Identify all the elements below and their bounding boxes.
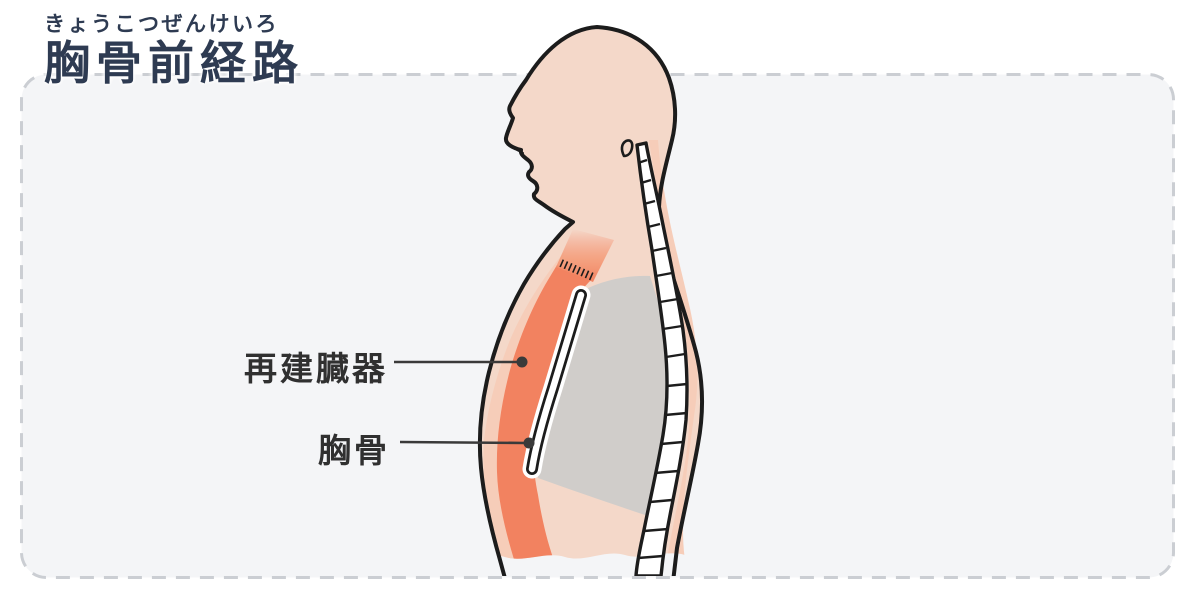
label-reconstructed-organ: 再建臓器 [244,349,388,388]
title-block: きょうこつぜんけいろ 胸骨前経路 [44,12,304,90]
back-tissue-strip [649,140,698,559]
vertebra-dividers [637,158,688,560]
sternum-pointer-dot [523,437,535,449]
label-sternum: 胸骨 [318,431,390,470]
sternum-pointer-line [399,440,527,445]
title-furigana: きょうこつぜんけいろ [44,12,279,36]
nostril-mark [516,149,524,154]
page-title: 胸骨前経路 [44,36,304,91]
reconstructed-organ-shape [496,265,592,559]
reconstructed-organ-pointer-dot [516,356,528,368]
suture-marks [559,259,595,281]
esophagus-gradient-shape [556,229,614,282]
ear-icon [620,139,634,158]
